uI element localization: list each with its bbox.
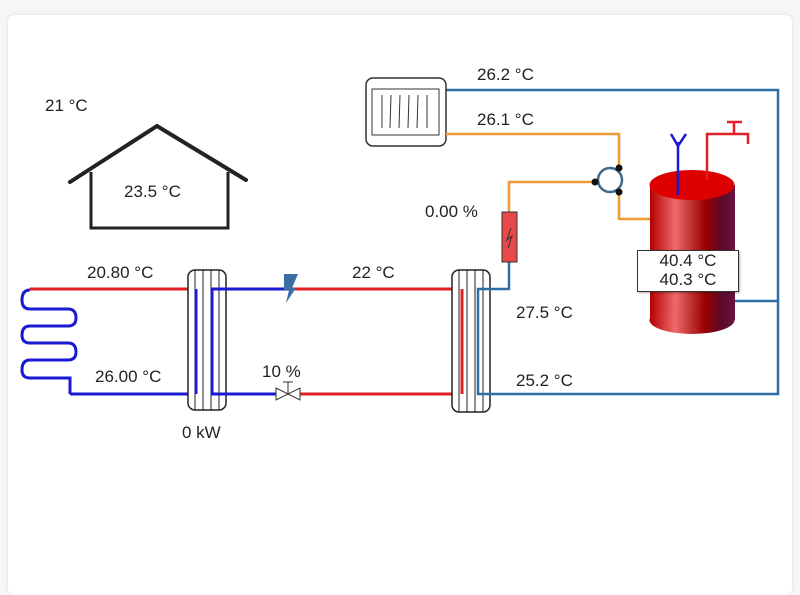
radiator-icon	[365, 77, 447, 147]
source-return-temp-label: 25.2 °C	[516, 371, 573, 390]
tank-top-temp: 40.4 °C	[659, 251, 717, 270]
tank-temp-box: 40.4 °C 40.3 °C	[637, 250, 739, 292]
storage-tank-icon	[649, 120, 750, 334]
pump-icon	[284, 274, 298, 303]
valve-opening-label: 10 %	[262, 362, 301, 381]
radiator-supply-temp-label: 26.1 °C	[477, 110, 534, 129]
primary-hot-pipe	[290, 287, 464, 396]
outdoor-temp-label: 21 °C	[45, 96, 88, 115]
source-supply-temp-label: 27.5 °C	[516, 303, 573, 322]
heat-exchanger-right	[451, 269, 491, 413]
house-icon	[68, 123, 248, 230]
radiator-return-temp-label: 26.2 °C	[477, 65, 534, 84]
primary-cold-pipe	[210, 287, 290, 396]
room-temp-label: 23.5 °C	[124, 182, 181, 201]
heater-power-label: 0.00 %	[425, 202, 478, 221]
exchanger-power-label: 0 kW	[182, 423, 221, 442]
electric-heater-icon	[501, 211, 518, 263]
valve-icon[interactable]	[275, 381, 301, 401]
radiator-pipe	[446, 132, 621, 166]
mixing-valve-icon[interactable]	[591, 164, 624, 196]
primary-supply-temp-label: 22 °C	[352, 263, 395, 282]
floor-supply-temp-label: 20.80 °C	[87, 263, 154, 282]
source-pipe	[446, 88, 780, 396]
floor-return-temp-label: 26.00 °C	[95, 367, 162, 386]
heat-exchanger-left	[187, 269, 227, 411]
floor-heating-coil	[20, 288, 78, 394]
tank-bottom-temp: 40.3 °C	[659, 270, 717, 289]
